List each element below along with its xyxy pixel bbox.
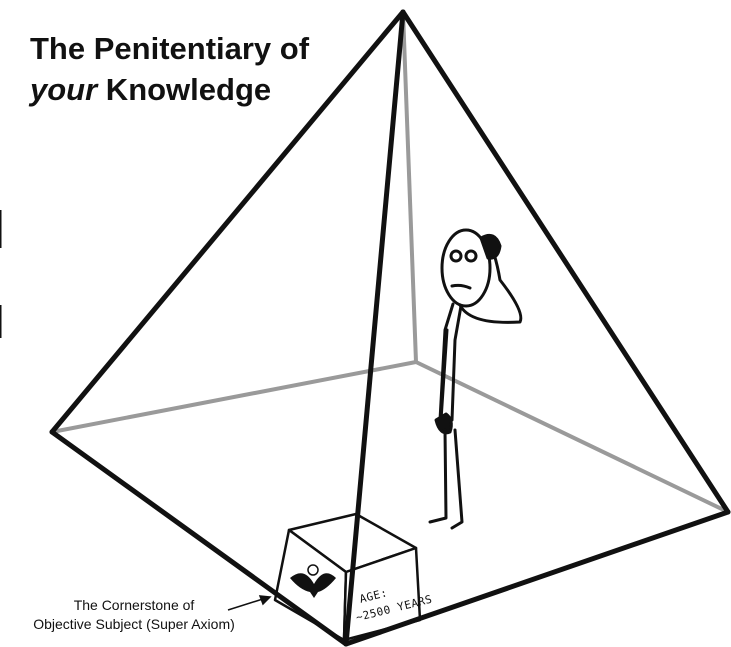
back-edge-left xyxy=(52,362,416,432)
figure-leg-right xyxy=(452,430,462,528)
page-title: The Penitentiary of your Knowledge xyxy=(30,28,309,110)
figure-leg-left xyxy=(430,430,446,522)
title-emphasis: your xyxy=(30,72,97,107)
figure-body-right xyxy=(452,306,461,420)
back-edge-apex xyxy=(403,12,416,362)
cornerstone-caption: The Cornerstone of Objective Subject (Su… xyxy=(0,596,268,634)
caption-line-1: The Cornerstone of xyxy=(0,596,268,615)
title-rest: Knowledge xyxy=(97,72,271,107)
title-line-1: The Penitentiary of xyxy=(30,28,309,69)
stick-figure xyxy=(430,230,521,528)
caption-line-2: Objective Subject (Super Axiom) xyxy=(0,615,268,634)
title-line-2: your Knowledge xyxy=(30,69,309,110)
